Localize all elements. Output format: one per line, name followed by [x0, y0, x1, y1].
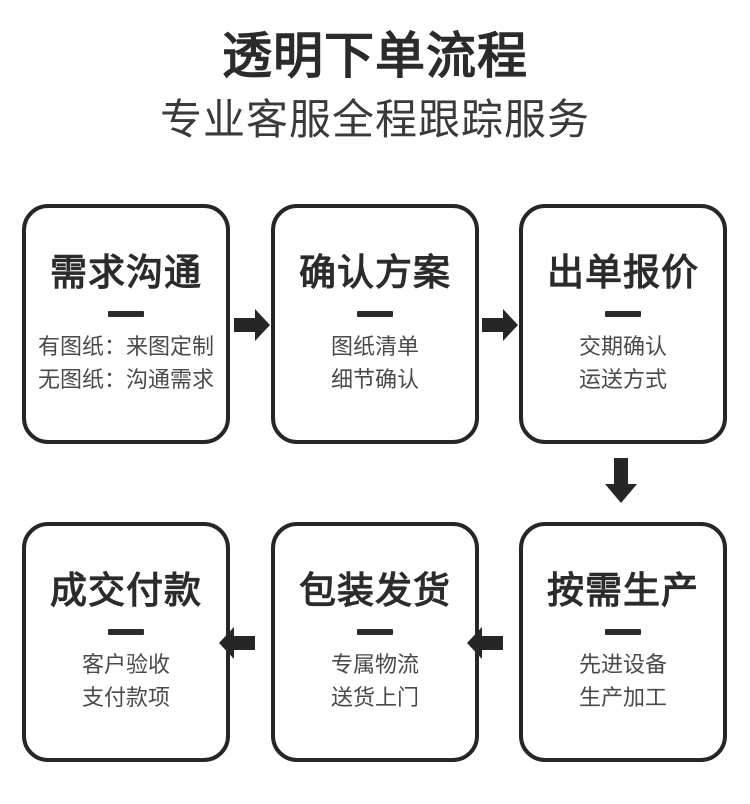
flow-step-1-title: 需求沟通 [50, 251, 202, 294]
flow-step-2-detail: 图纸清单 细节确认 [331, 331, 419, 397]
process-flow-diagram: 需求沟通 有图纸：来图定制 无图纸：沟通需求 确认方案 图纸清单 细节确认 出单… [0, 196, 750, 776]
flow-step-1-detail: 有图纸：来图定制 无图纸：沟通需求 [38, 331, 214, 397]
page-header: 透明下单流程 专业客服全程跟踪服务 [0, 0, 750, 146]
flow-step-3-divider [605, 311, 641, 317]
flow-step-6-detail: 客户验收 支付款项 [82, 649, 170, 715]
flow-step-3-line-2: 运送方式 [578, 368, 667, 393]
flow-step-5-line-1: 专属物流 [330, 653, 419, 678]
flow-step-5: 包装发货 专属物流 送货上门 [271, 522, 479, 762]
flow-step-2-title: 确认方案 [299, 251, 451, 294]
flow-step-5-title: 包装发货 [299, 569, 451, 612]
flow-step-3-line-1: 交期确认 [578, 335, 667, 360]
flow-step-1: 需求沟通 有图纸：来图定制 无图纸：沟通需求 [22, 204, 230, 444]
page-subtitle: 专业客服全程跟踪服务 [159, 95, 590, 144]
flow-step-6-line-2: 支付款项 [81, 686, 170, 711]
flow-step-4-title: 按需生产 [547, 569, 699, 612]
flow-step-3: 出单报价 交期确认 运送方式 [519, 204, 727, 444]
page-title: 透明下单流程 [222, 27, 528, 85]
flow-step-6-title: 成交付款 [50, 569, 202, 612]
arrow-right-icon-step1-to-step2 [234, 308, 271, 342]
flow-step-4-line-2: 生产加工 [578, 686, 667, 711]
flow-step-3-detail: 交期确认 运送方式 [579, 331, 667, 397]
arrow-left-icon-step4-to-step5 [466, 626, 503, 660]
flow-step-2: 确认方案 图纸清单 细节确认 [271, 204, 479, 444]
flow-step-6: 成交付款 客户验收 支付款项 [22, 522, 230, 762]
flow-step-4-line-1: 先进设备 [578, 653, 667, 678]
flow-step-1-line-2: 无图纸：沟通需求 [37, 368, 214, 393]
arrow-right-icon-step2-to-step3 [482, 308, 519, 342]
flow-step-2-divider [357, 311, 393, 317]
arrow-left-icon-step5-to-step6 [218, 626, 255, 660]
flow-step-1-line-1: 有图纸：来图定制 [37, 335, 214, 360]
flow-step-4: 按需生产 先进设备 生产加工 [519, 522, 727, 762]
flow-step-5-line-2: 送货上门 [330, 686, 419, 711]
flow-step-6-line-1: 客户验收 [81, 653, 170, 678]
flow-step-3-title: 出单报价 [547, 251, 699, 294]
flow-step-2-line-1: 图纸清单 [330, 335, 419, 360]
flow-step-5-detail: 专属物流 送货上门 [331, 649, 419, 715]
flow-step-4-divider [605, 629, 641, 635]
flow-step-1-divider [108, 311, 144, 317]
flow-step-4-detail: 先进设备 生产加工 [579, 649, 667, 715]
flow-step-2-line-2: 细节确认 [330, 368, 419, 393]
flow-step-5-divider [357, 629, 393, 635]
flow-step-6-divider [108, 629, 144, 635]
arrow-down-icon-step3-to-step4 [604, 458, 638, 504]
